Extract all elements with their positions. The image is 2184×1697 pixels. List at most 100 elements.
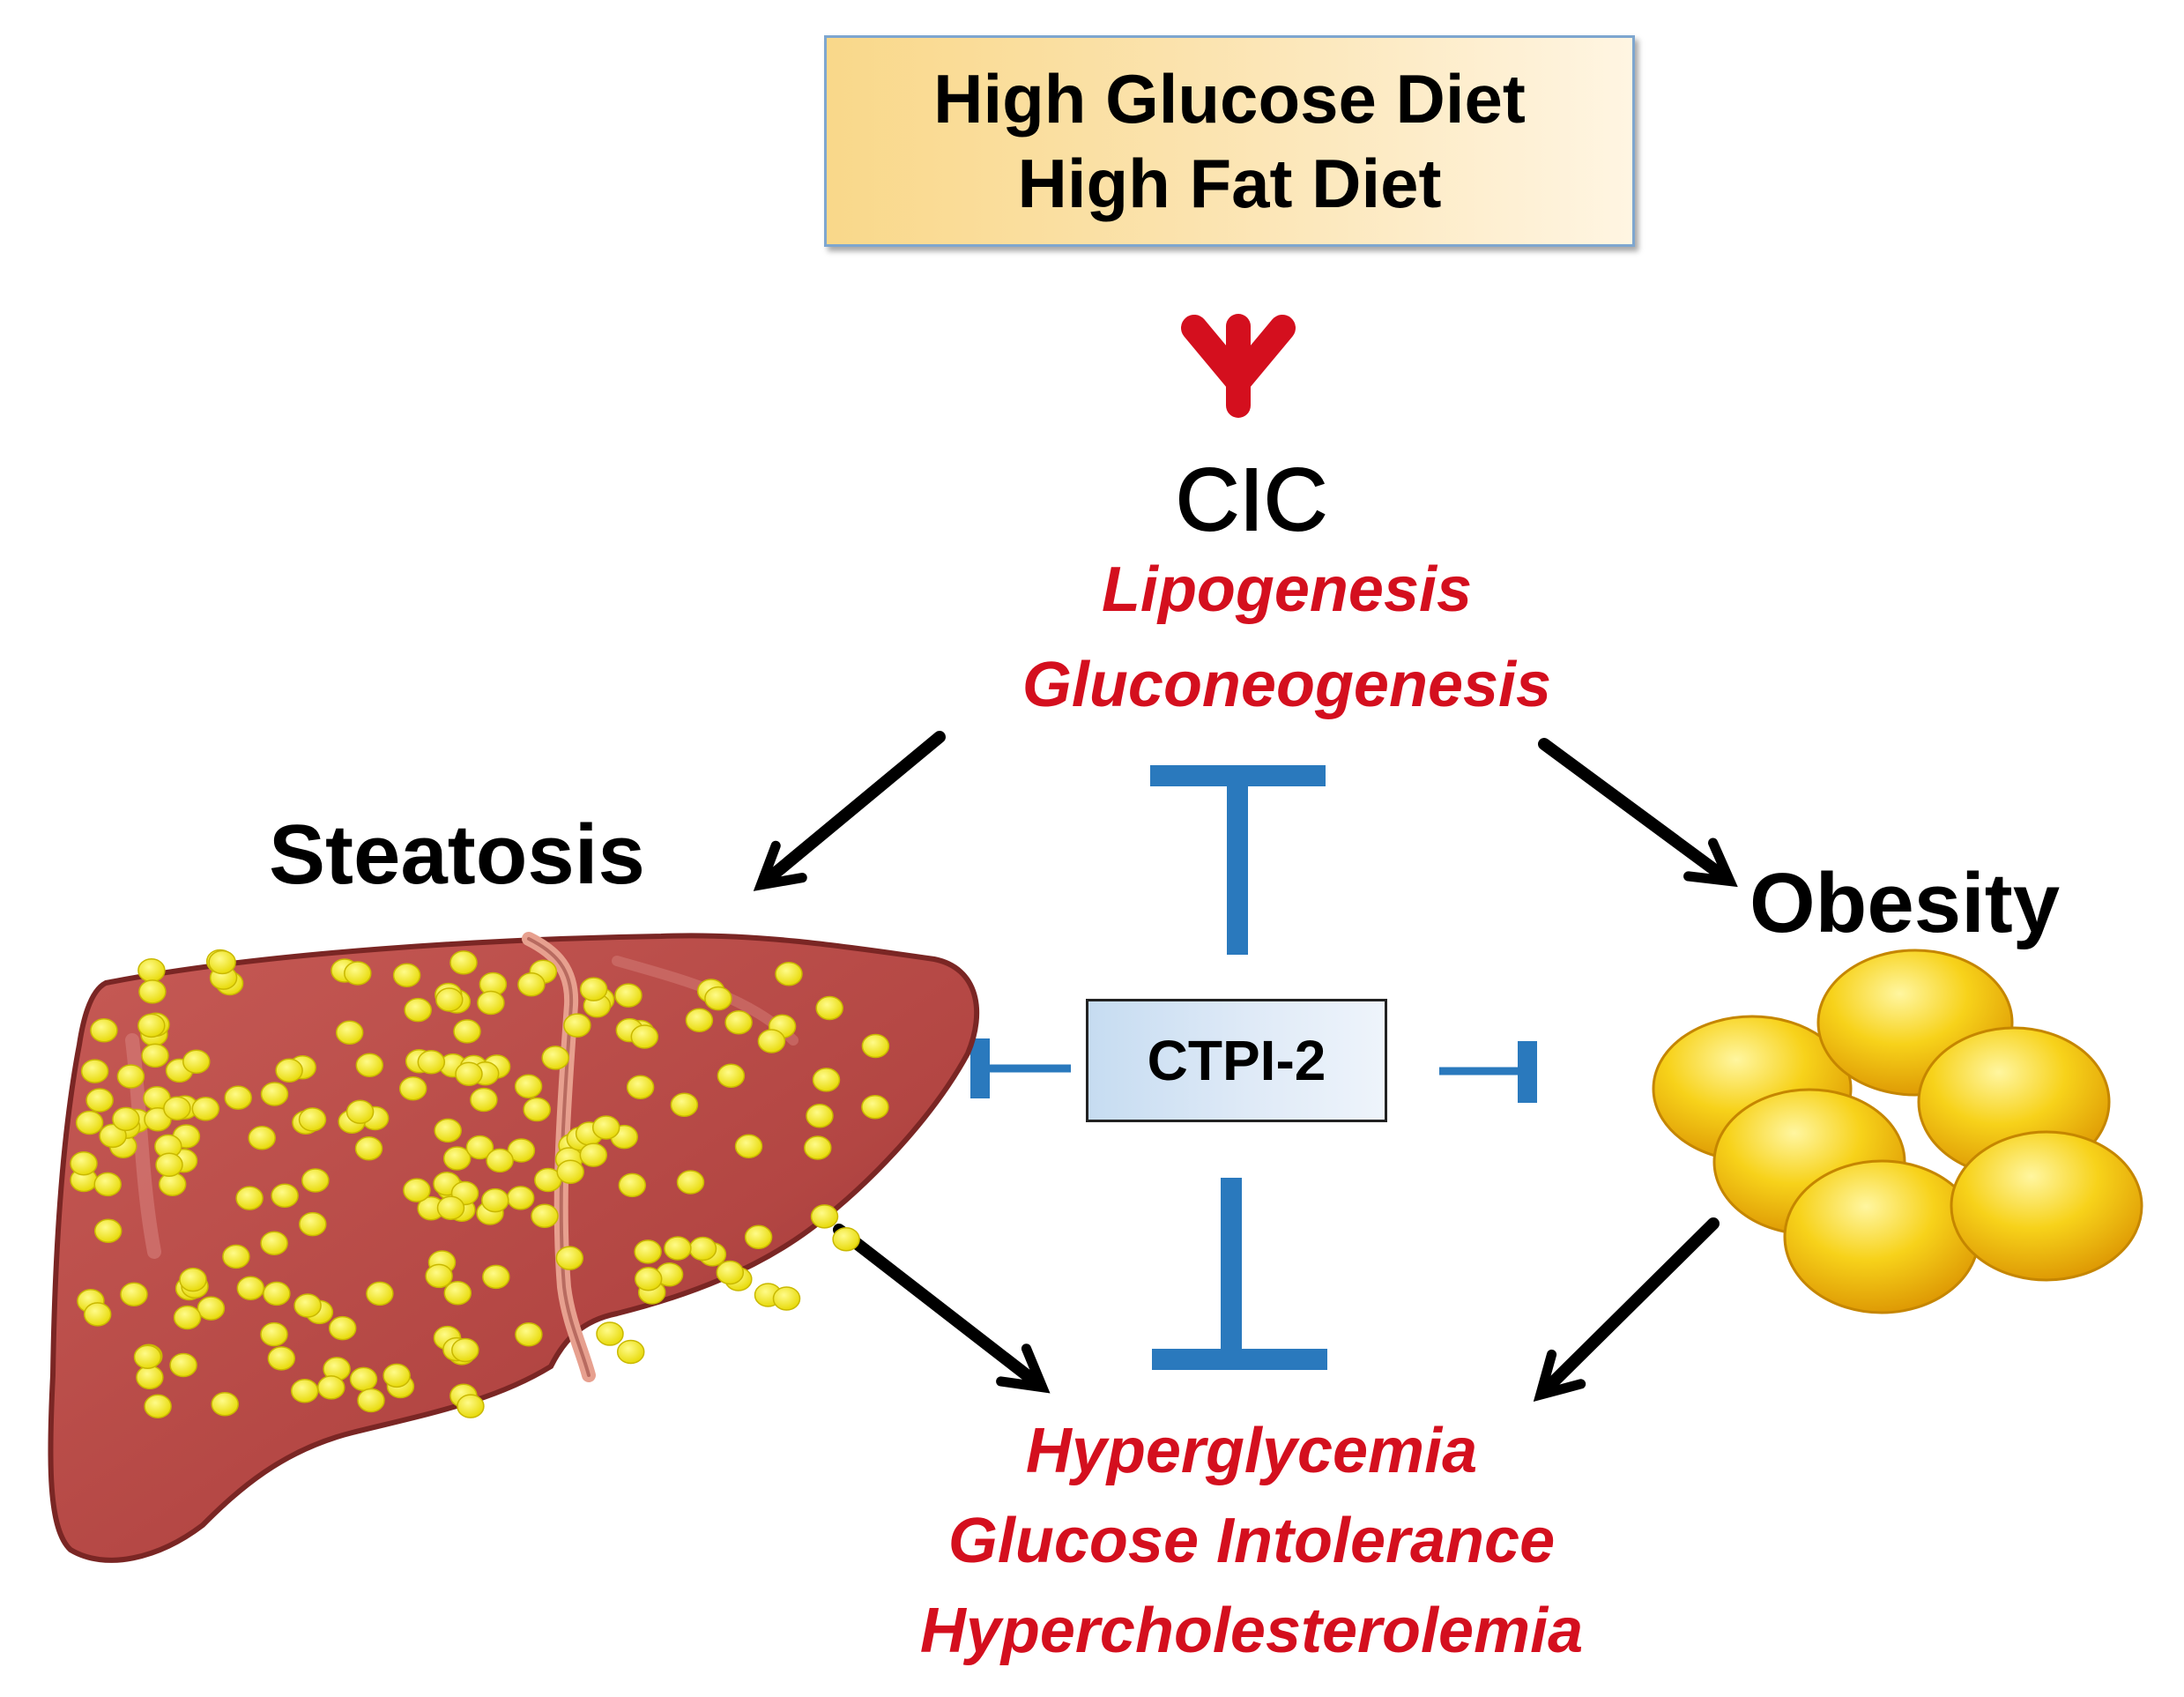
- obesity-label: Obesity: [1749, 856, 2061, 950]
- fat-droplet: [298, 1107, 327, 1132]
- fat-droplet: [301, 1168, 330, 1193]
- fat-droplet: [137, 957, 166, 983]
- ctpi-2-box: CTPI-2: [1086, 999, 1387, 1122]
- fat-droplets: [70, 949, 890, 1418]
- inhibit-right-icon: [1439, 1041, 1537, 1103]
- hypercholesterolemia-label: Hypercholesterolemia: [919, 1596, 1584, 1666]
- fat-droplet: [626, 1075, 655, 1099]
- fat-droplet: [618, 1172, 647, 1198]
- fat-droplet: [80, 1059, 109, 1083]
- fat-droplet: [861, 1094, 889, 1120]
- arrow-obesity-to-outcomes: [1533, 1217, 1720, 1403]
- fat-droplet: [579, 977, 608, 1001]
- fat-droplet: [486, 1148, 514, 1173]
- fat-droplet: [563, 1013, 591, 1038]
- fat-droplet: [596, 1321, 624, 1346]
- inhibit-down-icon: [1152, 1178, 1327, 1370]
- fat-droplet: [630, 1024, 659, 1049]
- fat-droplet: [734, 1134, 763, 1158]
- steatosis-label: Steatosis: [269, 808, 645, 902]
- fat-droplet: [442, 1146, 472, 1171]
- fat-droplet: [812, 1068, 841, 1092]
- fat-droplet: [481, 1187, 509, 1213]
- fat-droplet: [477, 990, 505, 1016]
- fat-droplet: [141, 1043, 169, 1068]
- fat-droplet: [616, 1339, 645, 1365]
- fat-droplet: [120, 1282, 148, 1306]
- fat-droplet: [93, 1218, 123, 1243]
- lipogenesis-label: Lipogenesis: [1101, 555, 1473, 625]
- fat-droplet: [403, 1178, 431, 1202]
- fat-droplet: [317, 1375, 345, 1400]
- fat-droplet: [366, 1281, 394, 1306]
- fat-droplet: [99, 1123, 127, 1149]
- fat-droplet: [744, 1224, 773, 1250]
- fat-droplet: [357, 1388, 385, 1413]
- fat-droplet: [137, 1013, 166, 1038]
- fat-droplet: [260, 1082, 289, 1106]
- fat-droplet: [435, 987, 464, 1012]
- fat-droplet: [664, 1236, 692, 1261]
- fat-droplet: [451, 1337, 479, 1363]
- fat-droplet: [417, 1049, 446, 1075]
- fat-droplet: [267, 1346, 296, 1371]
- liver-icon: [48, 932, 980, 1563]
- fat-droplet: [345, 1099, 375, 1124]
- fat-droplet: [514, 1074, 543, 1099]
- arrow-steatosis-to-outcomes: [833, 1224, 1051, 1394]
- fat-droplet: [717, 1063, 746, 1089]
- fat-droplet: [531, 1203, 559, 1228]
- fat-droplet: [634, 1239, 662, 1264]
- fat-droplet: [179, 1267, 207, 1292]
- fat-droplet: [155, 1152, 183, 1178]
- fat-droplet: [136, 1365, 164, 1390]
- fat-droplet: [112, 1106, 140, 1132]
- fat-droplet: [810, 1204, 839, 1229]
- fat-droplet: [260, 1321, 288, 1347]
- hyperglycemia-label: Hyperglycemia: [1025, 1416, 1478, 1486]
- fat-droplet: [144, 1107, 172, 1132]
- fat-droplet: [470, 1087, 498, 1113]
- fat-droplet: [806, 1103, 834, 1128]
- fat-droplet: [83, 1302, 112, 1327]
- fat-droplet: [614, 983, 643, 1008]
- cic-effects: Lipogenesis Gluconeogenesis: [899, 542, 1675, 733]
- fat-droplet: [173, 1305, 202, 1330]
- fat-droplet: [344, 961, 372, 986]
- fat-droplet: [716, 1260, 745, 1285]
- inhibit-up-icon: [1150, 765, 1326, 955]
- fat-droplet: [349, 1366, 378, 1392]
- fat-droplet: [541, 1046, 569, 1070]
- diet-line-fat: High Fat Diet: [1017, 145, 1442, 222]
- fat-droplet: [861, 1033, 890, 1059]
- fat-droplet: [724, 1009, 753, 1035]
- fat-droplet: [455, 1061, 483, 1086]
- fat-droplet: [236, 1276, 265, 1301]
- fat-droplet: [163, 1096, 191, 1121]
- fat-droplet: [506, 1186, 535, 1210]
- fat-droplet: [688, 1236, 717, 1262]
- fat-droplet: [804, 1135, 832, 1160]
- fat-droplet: [93, 1172, 122, 1197]
- fat-droplet: [704, 986, 732, 1011]
- fat-droplet: [772, 1286, 801, 1311]
- fat-droplet: [443, 1281, 472, 1306]
- fat-droplet: [757, 1029, 786, 1053]
- fat-droplet: [271, 1183, 299, 1208]
- fat-droplet: [260, 1231, 288, 1256]
- fat-droplet: [290, 1379, 319, 1403]
- fat-droplet: [354, 1135, 383, 1161]
- fat-droplet: [404, 997, 432, 1023]
- fat-droplet: [85, 1088, 114, 1113]
- fat-droplet: [235, 1186, 264, 1210]
- fat-droplet: [299, 1211, 327, 1237]
- fat-droplet: [263, 1281, 291, 1306]
- fat-droplet: [425, 1263, 453, 1289]
- outcomes: Hyperglycemia Glucose Intolerance Hyperc…: [828, 1406, 1675, 1676]
- fat-droplet: [465, 1135, 494, 1160]
- fat-droplet: [75, 1110, 104, 1135]
- fat-droplet: [355, 1053, 384, 1077]
- fat-droplet: [634, 1266, 663, 1291]
- fat-droplet: [144, 1394, 172, 1418]
- diet-box: High Glucose Diet High Fat Diet: [824, 35, 1635, 247]
